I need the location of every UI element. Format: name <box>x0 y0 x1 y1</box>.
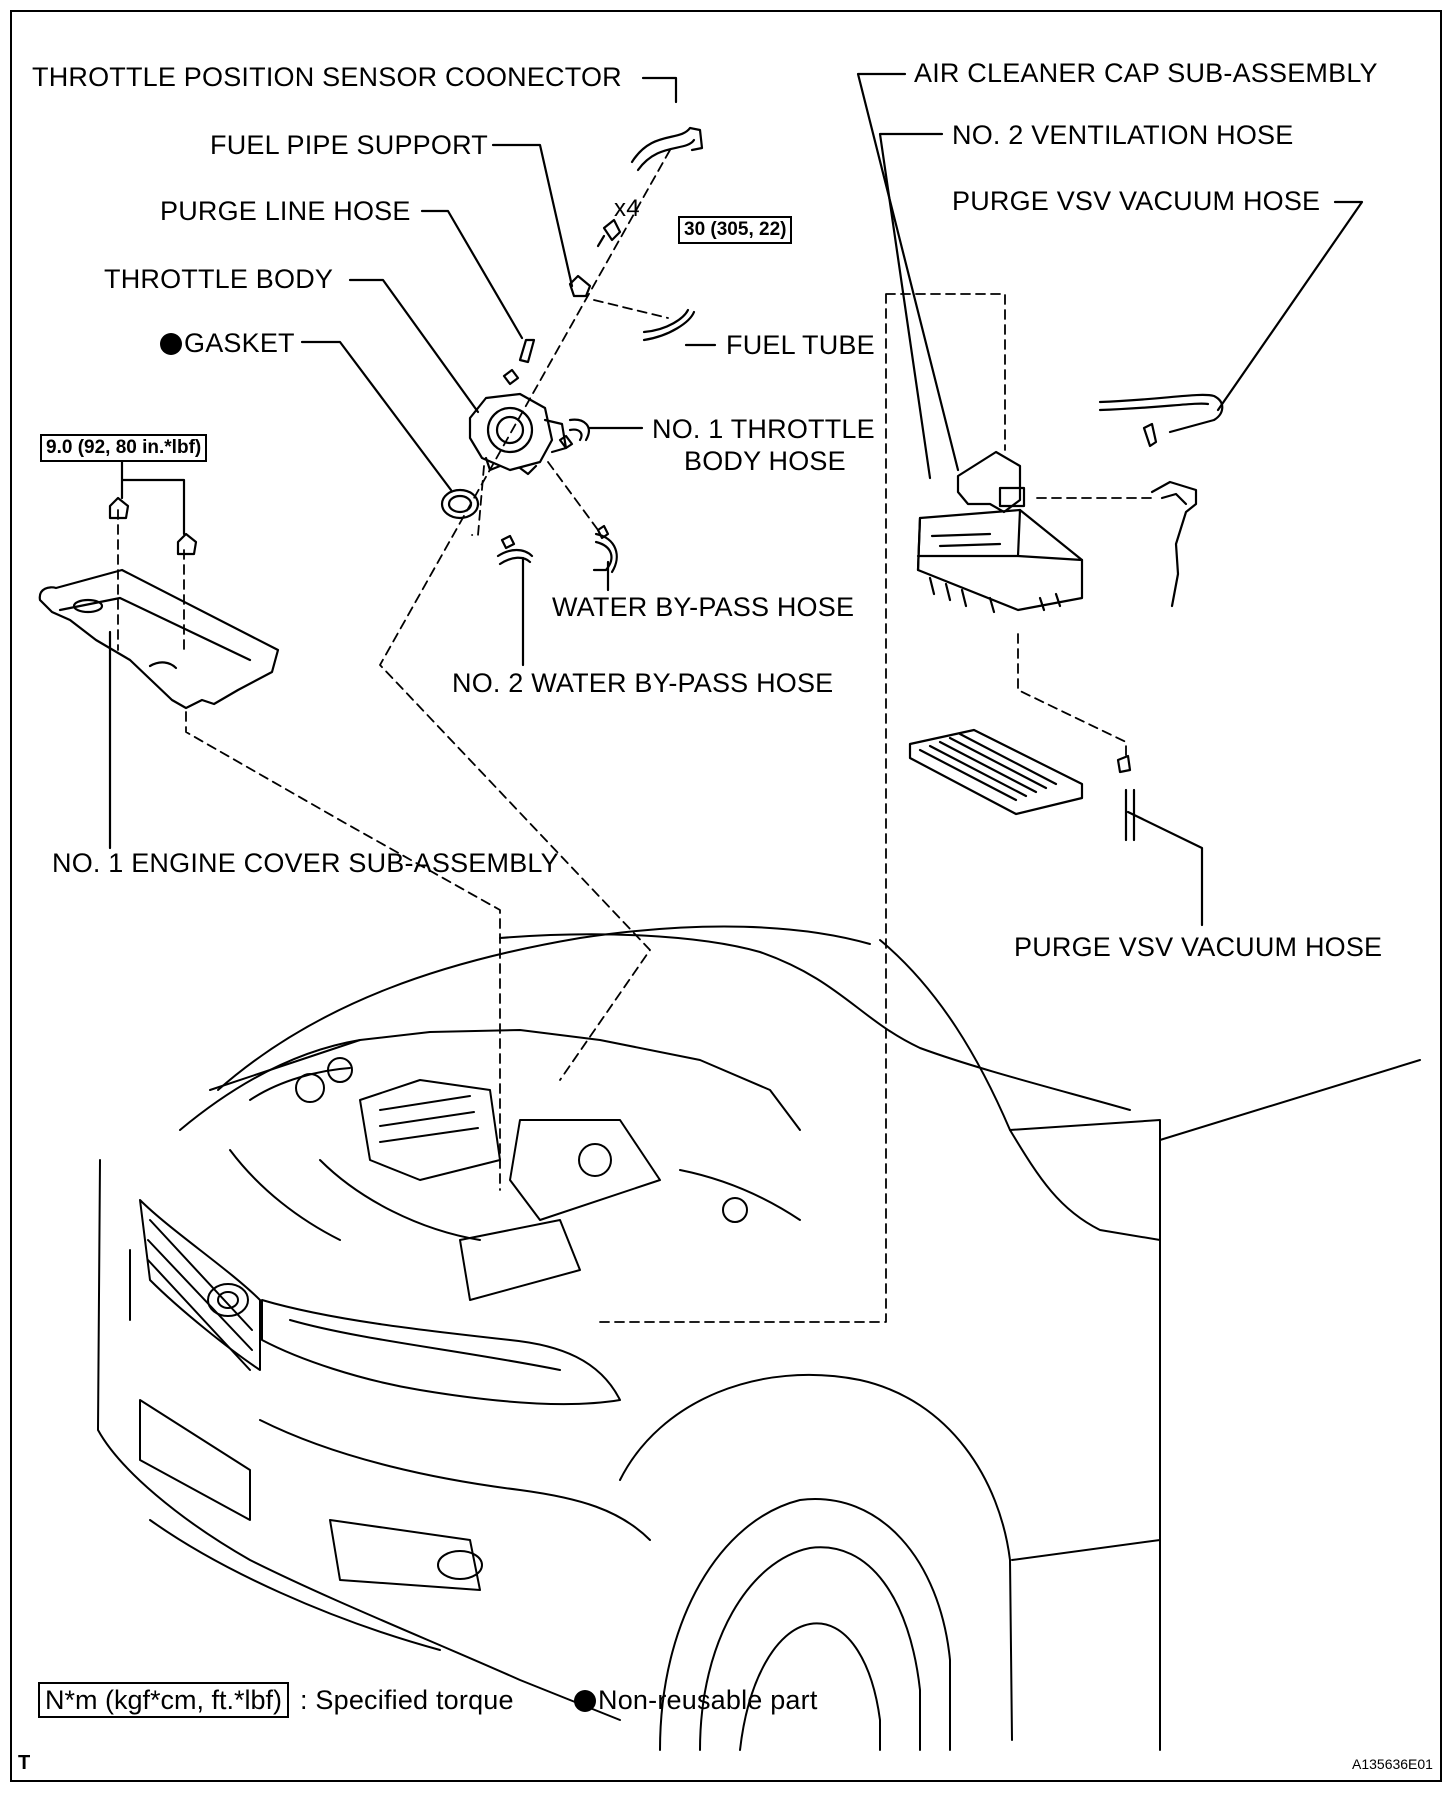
non-reusable-dot-icon <box>160 333 182 355</box>
dash-air-cleaner-box <box>594 293 1006 1323</box>
ac-wire-harness <box>1150 480 1198 608</box>
diagram-frame <box>10 10 1442 1782</box>
label-no1-throttle-hose-line1: NO. 1 THROTTLE <box>652 414 875 444</box>
no1-throttle-hose-part <box>568 418 590 442</box>
dash-no2-water <box>471 465 485 536</box>
no2-water-bypass-hose-part <box>496 548 534 566</box>
label-no1-engine-cover: NO. 1 ENGINE COVER SUB-ASSEMBLY <box>52 848 559 878</box>
torque-engine-cover-nut: 9.0 (92, 80 in.*lbf) <box>40 434 208 462</box>
legend-nonreusable: Non-reusable part <box>574 1685 818 1715</box>
engine-cover-part <box>38 568 280 710</box>
leader-purge-vsv-top <box>1216 200 1364 412</box>
legend-torque-unit: N*m (kgf*cm, ft.*lbf) <box>38 1682 290 1718</box>
label-fuel-tube: FUEL TUBE <box>726 330 875 360</box>
label-purge-vsv-top: PURGE VSV VACUUM HOSE <box>952 186 1321 216</box>
gasket-part <box>440 488 480 520</box>
corner-mark: T <box>18 1752 31 1774</box>
purge-vsv-hose-top-part <box>1098 393 1224 434</box>
cover-nut-2 <box>176 532 198 556</box>
leader-gasket <box>300 340 453 492</box>
label-qty-x4: x4 <box>614 195 640 222</box>
dash-fuel-tube <box>593 299 669 319</box>
dash-throttle-axis <box>379 149 671 1081</box>
label-gasket: GASKET <box>160 328 295 358</box>
tps-connector-wire <box>630 126 704 164</box>
fuel-pipe-support-part <box>568 274 592 298</box>
label-gasket-text: GASKET <box>184 328 295 358</box>
leader-ventilation-hose <box>878 132 944 480</box>
leader-tps-connector <box>641 76 678 104</box>
label-purge-line-hose: PURGE LINE HOSE <box>160 196 411 226</box>
purge-line-hose-part <box>518 338 536 364</box>
label-air-cleaner-cap: AIR CLEANER CAP SUB-ASSEMBLY <box>914 58 1378 88</box>
label-water-bypass-hose: WATER BY-PASS HOSE <box>552 592 855 622</box>
leader-air-cleaner-cap <box>856 72 960 472</box>
car-front-outline <box>97 925 1421 1751</box>
label-no2-water-bypass-hose: NO. 2 WATER BY-PASS HOSE <box>452 668 834 698</box>
legend-torque-desc: : Specified torque <box>300 1685 514 1715</box>
label-no2-ventilation-hose: NO. 2 VENTILATION HOSE <box>952 120 1294 150</box>
label-throttle-body: THROTTLE BODY <box>104 264 334 294</box>
figure-id: A135636E01 <box>1352 1756 1433 1772</box>
label-tps-connector: THROTTLE POSITION SENSOR COONECTOR <box>32 62 622 92</box>
bolt-x4 <box>596 218 622 248</box>
throttle-body-part <box>468 392 568 476</box>
non-reusable-dot-icon <box>574 1690 596 1712</box>
air-cleaner-cap-part <box>916 450 1084 614</box>
cover-nut-1 <box>108 496 130 520</box>
dash-cover-to-car <box>185 711 501 1191</box>
label-fuel-pipe-support: FUEL PIPE SUPPORT <box>210 130 488 160</box>
leader-purge-vsv-bottom <box>1126 810 1204 927</box>
label-purge-vsv-bottom: PURGE VSV VACUUM HOSE <box>1014 932 1383 962</box>
dash-ac-down <box>1017 633 1127 761</box>
water-bypass-hose-part <box>592 532 618 574</box>
leader-purge-line-hose <box>420 209 524 340</box>
purge-vsv-hose-bottom-part <box>1116 754 1132 774</box>
dash-water-hose <box>547 461 599 531</box>
fuel-tube-part <box>642 308 696 342</box>
legend-nonreusable-text: Non-reusable part <box>598 1685 818 1715</box>
torque-throttle-bolt: 30 (305, 22) <box>678 216 793 244</box>
leader-throttle-body <box>348 278 480 414</box>
label-no1-throttle-hose-line2: BODY HOSE <box>684 446 846 476</box>
leader-torque-cover <box>120 460 186 536</box>
air-filter-element <box>908 728 1084 816</box>
leader-fuel-pipe-support <box>491 143 574 288</box>
